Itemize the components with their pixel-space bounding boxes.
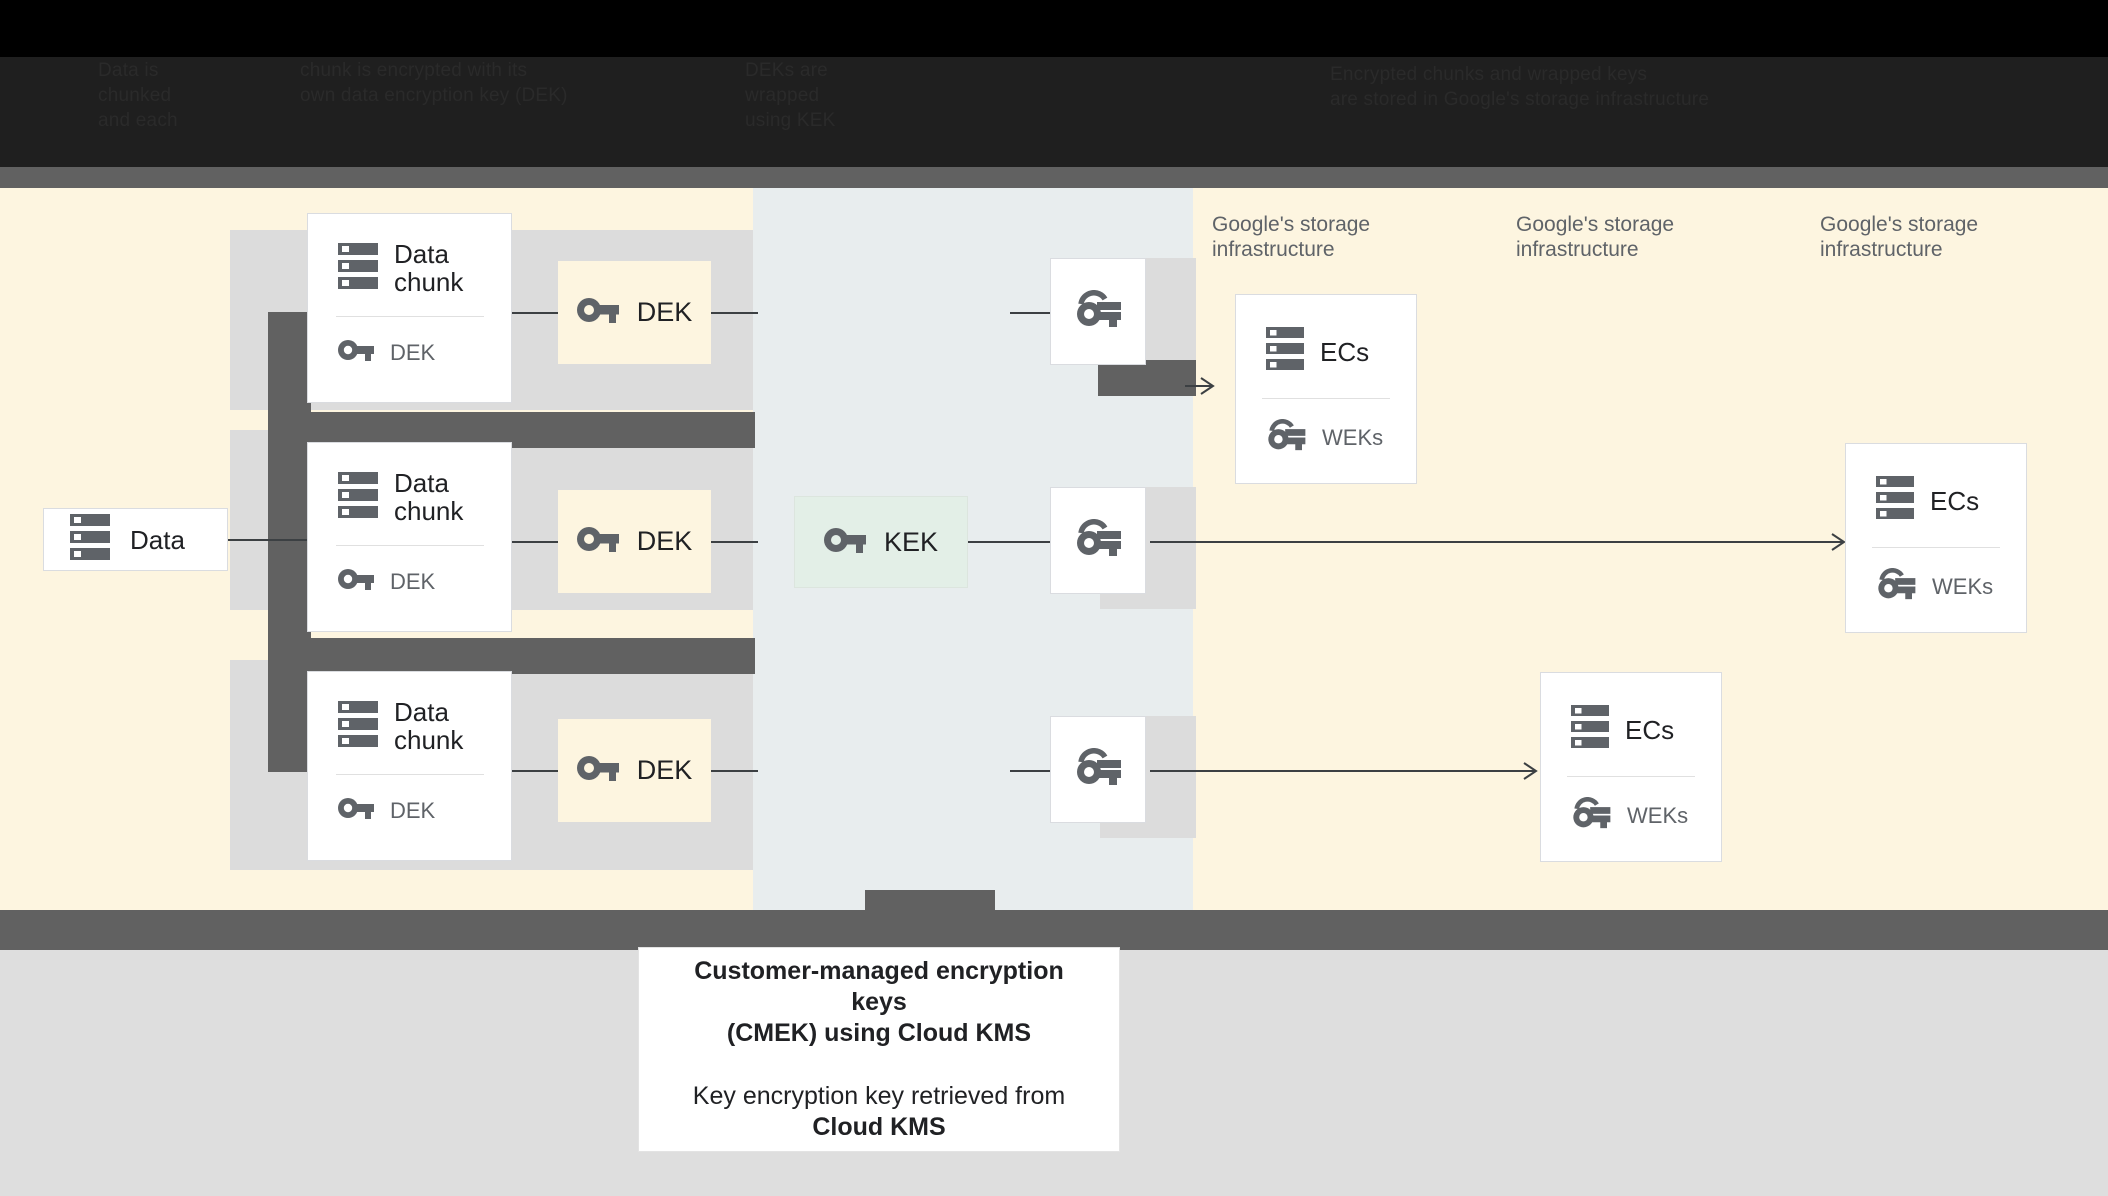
- line-to-wk3: [1010, 770, 1050, 772]
- line-dek1-out: [710, 312, 758, 314]
- ecs-card-3[interactable]: ECs WEKs: [1540, 672, 1722, 862]
- key-icon: [338, 568, 374, 595]
- data-chunk-card-2[interactable]: Data chunk DEK: [307, 442, 512, 632]
- wrapped-key-icon: [1075, 519, 1121, 562]
- data-source-card[interactable]: Data: [43, 508, 228, 571]
- data-chunk-card-3[interactable]: Data chunk DEK: [307, 671, 512, 861]
- data-chunk-card-1[interactable]: Data chunk DEK: [307, 213, 512, 403]
- card-divider: [1872, 547, 2000, 548]
- weks-label: WEKs: [1932, 573, 1994, 599]
- wrapped-key-box-3[interactable]: [1050, 716, 1146, 823]
- header-text-col2: chunk is encrypted with its own data enc…: [300, 60, 568, 106]
- wrapped-key-icon: [1266, 419, 1306, 456]
- dek-chip-label: DEK: [636, 526, 693, 556]
- caption-body-line2: Cloud KMS: [812, 1113, 946, 1141]
- data-source-label: Data: [130, 524, 185, 555]
- line-chunk3-to-dek: [512, 770, 559, 772]
- dek-chip-3[interactable]: DEK: [558, 719, 711, 822]
- server-icon: [338, 470, 378, 525]
- data-chunk-key-label: DEK: [390, 797, 436, 823]
- wrapped-key-icon: [1075, 290, 1121, 333]
- server-icon: [1266, 325, 1304, 378]
- card-divider: [335, 316, 484, 317]
- wrapped-key-icon: [1571, 797, 1611, 834]
- data-chunk-label: Data chunk: [394, 239, 464, 297]
- bottom-gray-divider: [0, 910, 2108, 950]
- line-chunk1-to-dek: [512, 312, 559, 314]
- caption-title-line1: Customer-managed encryption keys: [694, 957, 1064, 1016]
- bracket-branch-3: [1098, 360, 1196, 396]
- top-black-band: [0, 0, 2108, 57]
- line-kek-to-wk2: [968, 541, 1050, 543]
- ecs-card-2[interactable]: ECs WEKs: [1845, 443, 2027, 633]
- card-divider: [335, 774, 484, 775]
- kek-chip[interactable]: KEK: [794, 496, 968, 588]
- server-icon: [70, 512, 110, 567]
- server-icon: [1571, 703, 1609, 756]
- storage-section-label-3: Google's storage infrastructure: [1820, 213, 1979, 261]
- server-icon: [338, 241, 378, 296]
- dek-chip-label: DEK: [636, 297, 693, 327]
- card-divider: [1262, 398, 1390, 399]
- wrapped-key-icon: [1075, 748, 1121, 791]
- server-icon: [1876, 474, 1914, 527]
- ecs-label: ECs: [1320, 336, 1370, 367]
- line-wk2-to-ecs2: [1150, 541, 1840, 543]
- arrow-head-ecs3: [1508, 762, 1538, 780]
- header-text-col3: DEKs are wrapped using KEK: [745, 60, 836, 131]
- caption-body-line1: Key encryption key retrieved from: [692, 1082, 1066, 1110]
- dek-chip-label: DEK: [636, 755, 693, 785]
- data-chunk-key-label: DEK: [390, 339, 436, 365]
- arrow-head-ecs2: [1816, 533, 1846, 551]
- line-wk3-to-ecs3: [1150, 770, 1530, 772]
- bracket-vertical: [268, 312, 311, 772]
- header-text-col1: Data is chunked and each: [98, 60, 178, 131]
- key-icon: [576, 297, 619, 328]
- wrapped-key-icon: [1876, 568, 1916, 605]
- line-to-wk1: [1010, 312, 1050, 314]
- kek-chip-label: KEK: [883, 526, 939, 557]
- dek-chip-2[interactable]: DEK: [558, 490, 711, 593]
- bracket-footer-stub: [865, 890, 995, 910]
- caption-card: Customer-managed encryption keys (CMEK) …: [638, 947, 1120, 1152]
- wrapped-key-box-1[interactable]: [1050, 258, 1146, 365]
- top-gray-divider: [0, 167, 2108, 188]
- key-icon: [338, 797, 374, 824]
- ecs-label: ECs: [1930, 485, 1980, 516]
- key-icon: [823, 527, 866, 558]
- bracket-branch-2: [268, 638, 755, 674]
- wrapped-key-box-2[interactable]: [1050, 487, 1146, 594]
- line-data-to-chunk: [228, 539, 308, 541]
- header-text-col4: Encrypted chunks and wrapped keys are st…: [1330, 64, 1710, 110]
- line-chunk2-to-dek: [512, 541, 559, 543]
- dek-chip-1[interactable]: DEK: [558, 261, 711, 364]
- weks-label: WEKs: [1627, 802, 1689, 828]
- key-icon: [576, 526, 619, 557]
- storage-section-label-2: Google's storage infrastructure: [1516, 213, 1675, 261]
- line-dek3-out: [710, 770, 758, 772]
- card-divider: [1567, 776, 1695, 777]
- data-chunk-key-label: DEK: [390, 568, 436, 594]
- key-icon: [338, 339, 374, 366]
- ecs-card-1[interactable]: ECs WEKs: [1235, 294, 1417, 484]
- card-divider: [335, 545, 484, 546]
- weks-label: WEKs: [1322, 424, 1384, 450]
- storage-section-label-1: Google's storage infrastructure: [1212, 213, 1371, 261]
- arrow-head-ecs1: [1185, 377, 1215, 395]
- server-icon: [338, 699, 378, 754]
- obscured-header-band: [0, 57, 2108, 167]
- data-chunk-label: Data chunk: [394, 697, 464, 755]
- caption-title-line2: (CMEK) using Cloud KMS: [726, 1019, 1032, 1047]
- line-dek2-out: [710, 541, 758, 543]
- data-chunk-label: Data chunk: [394, 468, 464, 526]
- key-icon: [576, 755, 619, 786]
- ecs-label: ECs: [1625, 714, 1675, 745]
